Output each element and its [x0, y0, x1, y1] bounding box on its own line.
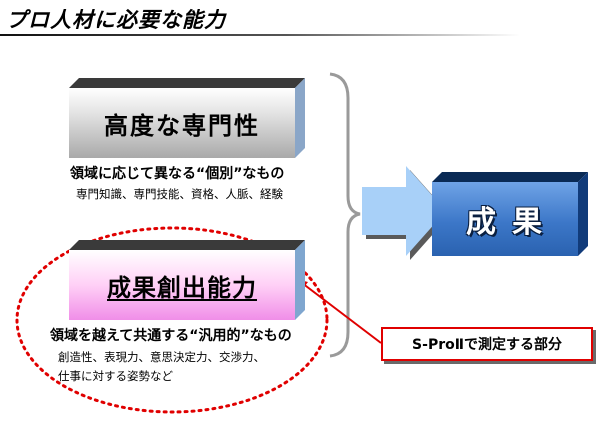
outcome-box-top — [432, 172, 588, 182]
callout-pointer-line — [301, 282, 382, 344]
page-title: プロ人材に必要な能力 — [6, 8, 226, 32]
measurement-callout-label: S-ProⅡで測定する部分 — [412, 337, 562, 353]
result-creation-box-top — [69, 240, 305, 250]
expertise-box-side — [295, 78, 305, 158]
expertise-box-top — [69, 78, 305, 88]
result-creation-box: 成果創出能力 — [69, 240, 305, 320]
expertise-subtitle: 領域に応じて異なる“個別”なもの — [70, 166, 285, 182]
outcome-box: 成果 — [432, 172, 588, 256]
outcome-box-side — [578, 172, 588, 256]
expertise-box-label: 高度な専門性 — [104, 111, 260, 140]
outcome-box-front: 成果 — [432, 182, 578, 256]
measurement-callout: S-ProⅡで測定する部分 — [381, 327, 593, 361]
expertise-detail: 専門知識、専門技能、資格、人脈、経験 — [76, 187, 283, 201]
result-creation-box-front: 成果創出能力 — [69, 250, 295, 320]
expertise-box-front: 高度な専門性 — [69, 88, 295, 158]
highlight-ellipse — [15, 226, 329, 414]
expertise-box: 高度な専門性 — [69, 78, 305, 158]
result-creation-box-label: 成果創出能力 — [107, 273, 257, 302]
title-underline — [0, 34, 520, 36]
flow-arrow — [362, 166, 446, 256]
result-creation-box-side — [295, 240, 305, 320]
result-creation-subtitle: 領域を越えて共通する“汎用的”なもの — [50, 328, 292, 344]
grouping-brace — [329, 72, 361, 358]
result-creation-detail-line2: 仕事に対する姿勢など — [58, 369, 173, 383]
outcome-box-label: 成果 — [466, 205, 558, 240]
result-creation-detail-line1: 創造性、表現力、意思決定力、交渉力、 — [58, 350, 265, 364]
